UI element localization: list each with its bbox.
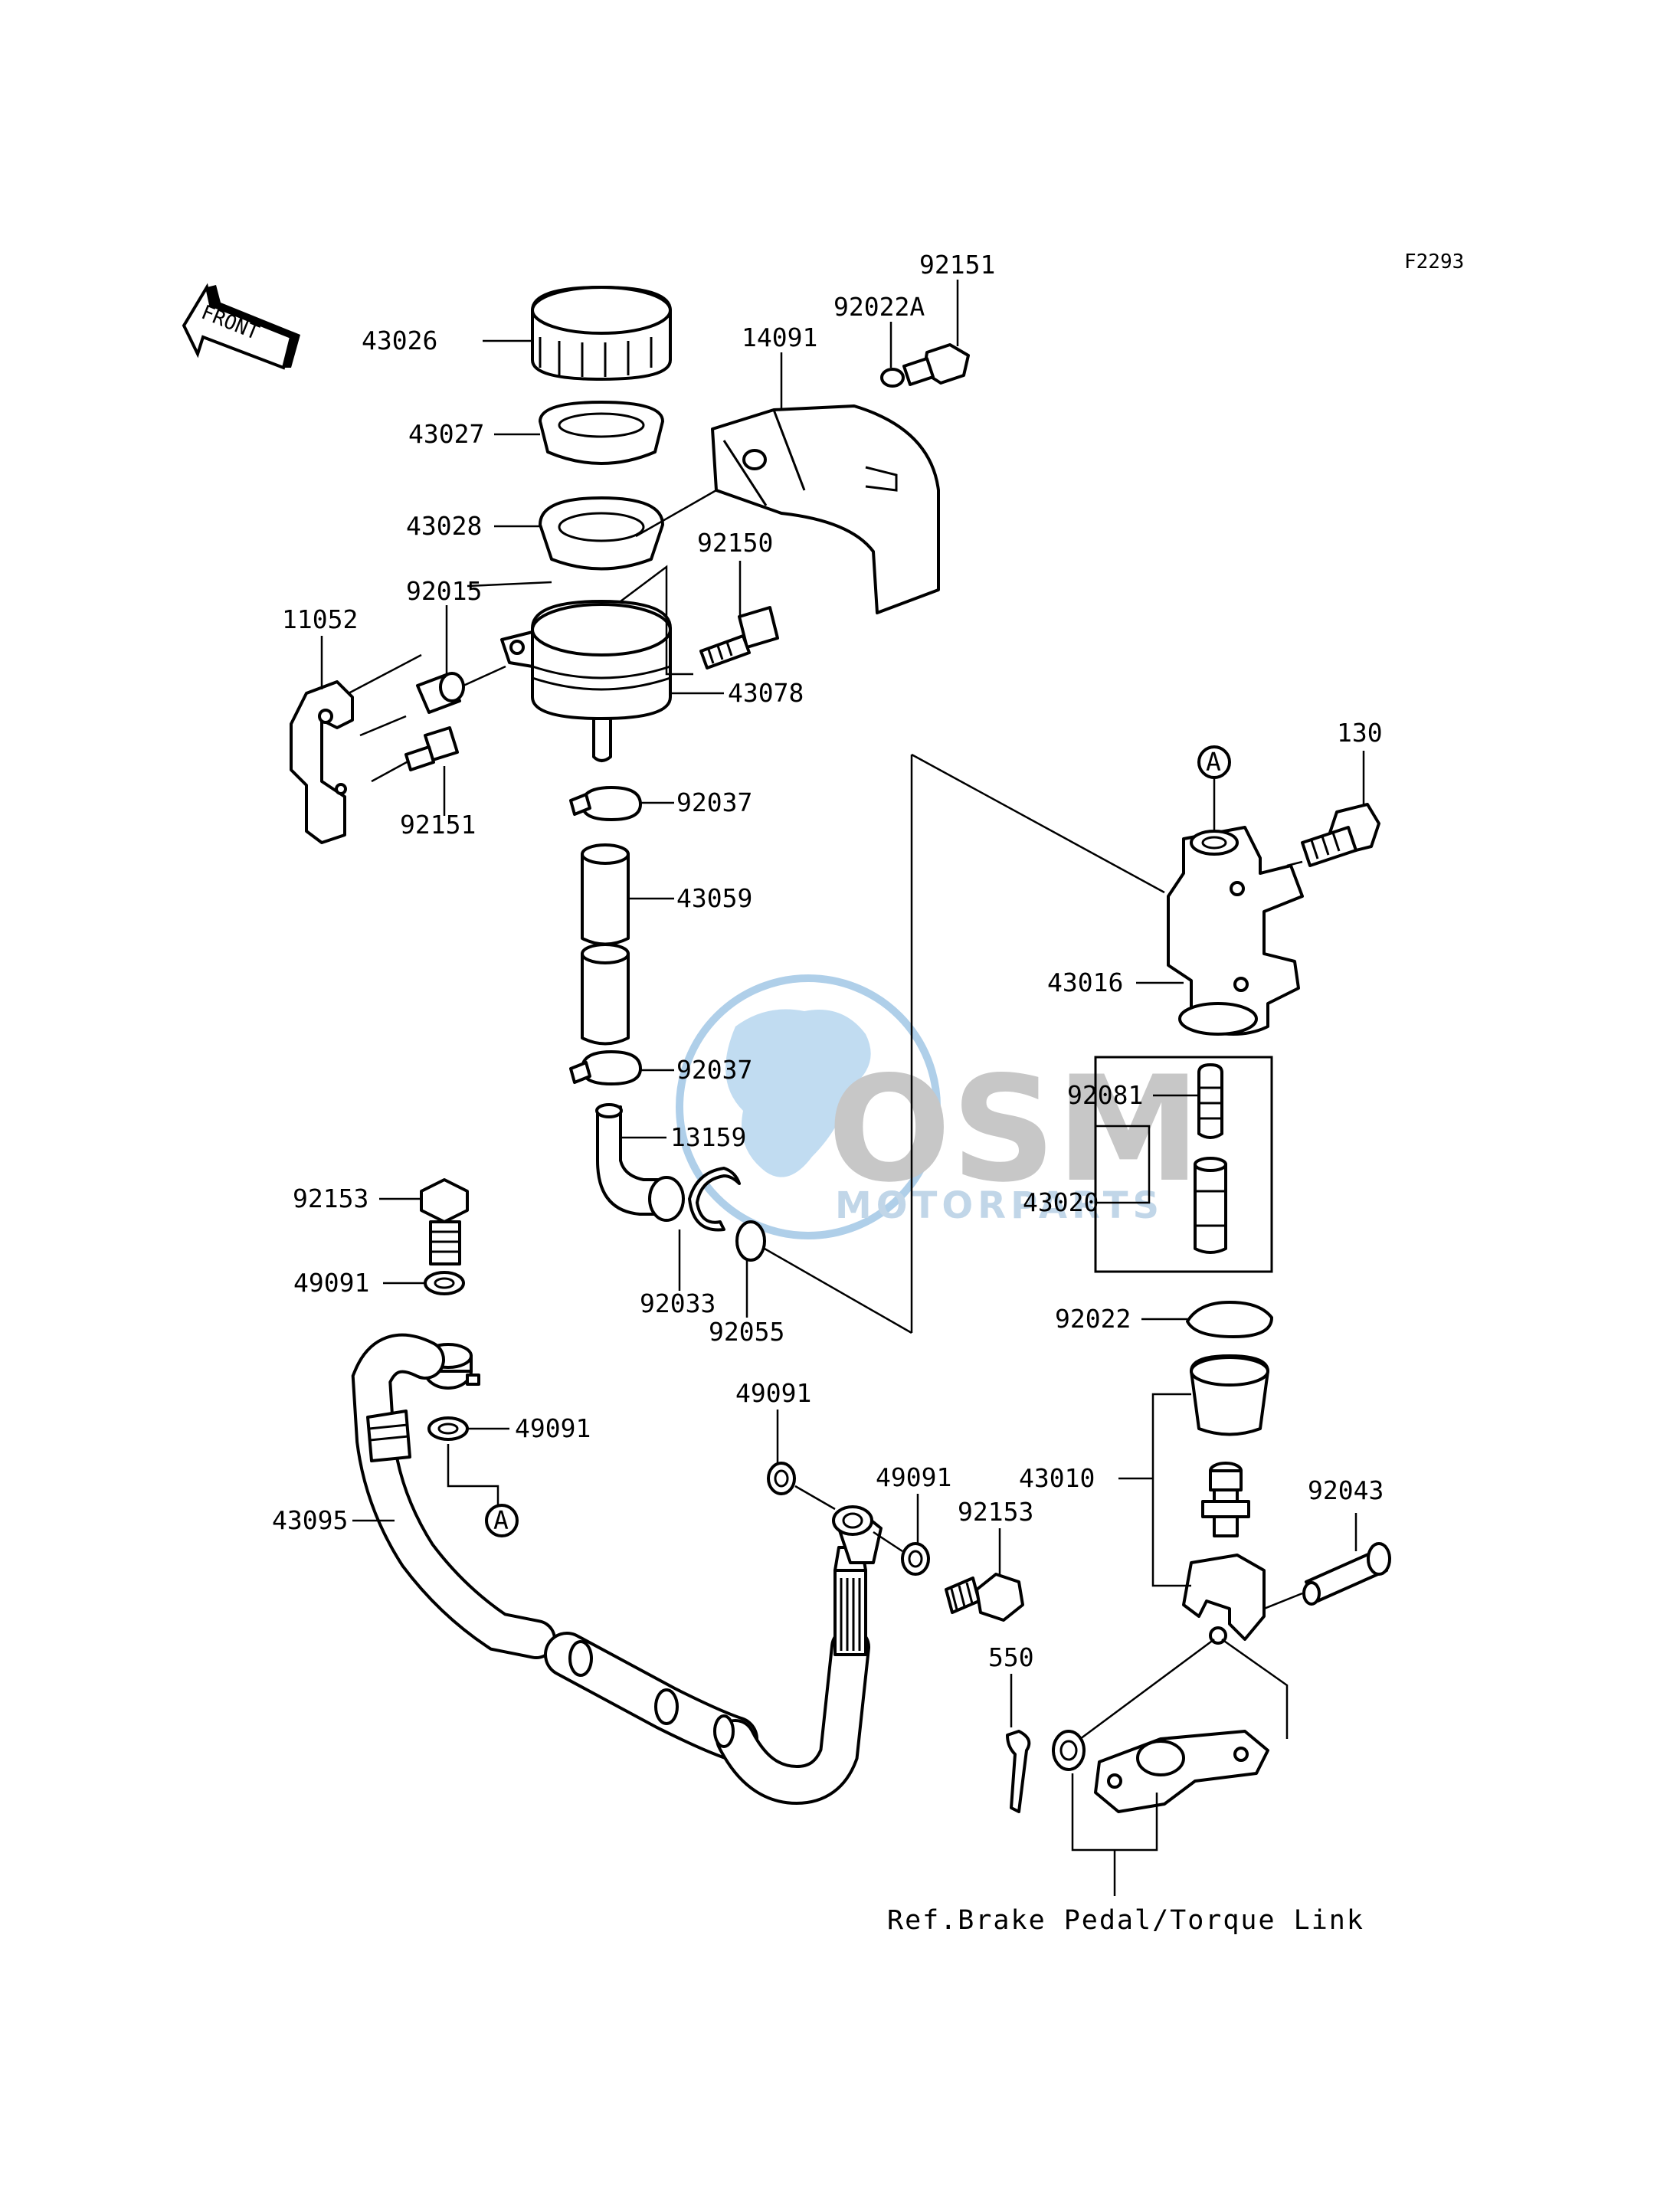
label-92043: 92043 [1308, 1475, 1384, 1505]
label-43016: 43016 [1047, 968, 1123, 997]
label-92153-right: 92153 [958, 1497, 1033, 1527]
kit-43020-box [1094, 1056, 1273, 1273]
washer-92022a-icon [880, 368, 905, 388]
reservoir-diaphragm-icon [539, 401, 664, 465]
label-43078: 43078 [728, 678, 804, 708]
label-49091-a: 49091 [293, 1268, 369, 1298]
pin-92043-icon [1302, 1542, 1391, 1606]
reservoir-cap-icon [531, 286, 672, 381]
bolt-130-icon [1301, 803, 1380, 867]
brake-hose-43095-icon [351, 1333, 870, 1806]
label-92022A: 92022A [833, 292, 925, 322]
label-92151-low: 92151 [400, 810, 476, 840]
watermark-logo: OSM MOTORPARTS [676, 974, 1200, 1239]
label-49091-b: 49091 [515, 1413, 591, 1443]
washer-49091-c-icon [767, 1462, 796, 1495]
label-92037-top: 92037 [676, 787, 752, 817]
washer-49091-d-icon [901, 1542, 930, 1576]
master-cylinder-43016-icon [1167, 826, 1304, 1036]
label-43020: 43020 [1023, 1187, 1099, 1217]
label-92081: 92081 [1067, 1080, 1143, 1110]
reservoir-cover-icon [711, 404, 940, 614]
reservoir-plate-icon [539, 496, 664, 571]
washer-49091-a-icon [424, 1271, 465, 1295]
banjo-fitting-right-icon [832, 1505, 883, 1564]
label-43027: 43027 [408, 419, 484, 449]
label-92151-top: 92151 [919, 250, 995, 280]
label-92022: 92022 [1055, 1304, 1131, 1334]
label-43095: 43095 [272, 1505, 348, 1535]
label-92055: 92055 [709, 1317, 784, 1347]
label-92150: 92150 [697, 528, 773, 558]
label-13159: 13159 [670, 1122, 746, 1152]
bolt-92151-top-icon [902, 343, 970, 386]
clamp-92037-top-icon [569, 786, 642, 821]
callout-marker-a-low [485, 1504, 519, 1537]
watermark-main: OSM [827, 1045, 1200, 1214]
callout-a-top-text: A [1206, 747, 1221, 777]
reference-note: Ref.Brake Pedal/Torque Link [887, 1905, 1364, 1936]
circlip-92022-icon [1186, 1301, 1273, 1338]
clamp-92037-low-icon [569, 1050, 642, 1085]
label-43010: 43010 [1019, 1463, 1095, 1493]
label-43026: 43026 [362, 326, 437, 355]
reservoir-body-icon [500, 600, 672, 762]
watermark-sub: MOTORPARTS [835, 1184, 1164, 1227]
washer-49091-b-icon [427, 1416, 469, 1441]
label-14091: 14091 [742, 323, 817, 352]
piston-icon [1194, 1157, 1227, 1254]
label-43059: 43059 [676, 883, 752, 913]
brake-pedal-link-icon [1052, 1730, 1269, 1813]
label-92037-low: 92037 [676, 1055, 752, 1085]
elbow-13159-icon [595, 1103, 685, 1222]
label-43028: 43028 [406, 511, 482, 541]
label-92153-left: 92153 [293, 1184, 368, 1213]
callout-a-low-text: A [493, 1505, 509, 1535]
o-ring-92055-icon [735, 1220, 766, 1262]
label-92033: 92033 [640, 1288, 716, 1318]
bolt-92151-low-icon [404, 726, 459, 771]
label-11052: 11052 [282, 604, 358, 634]
label-130: 130 [1337, 718, 1383, 748]
hose-43059-icon [581, 843, 630, 1046]
diagram-code: F2293 [1404, 250, 1464, 273]
bolt-92150-icon [699, 606, 779, 670]
circlip-92033-icon [688, 1167, 741, 1232]
cotter-pin-550-icon [1006, 1730, 1031, 1813]
label-49091-d: 49091 [876, 1462, 951, 1492]
collar-92015-icon [416, 672, 465, 714]
spring-92081-icon [1197, 1063, 1223, 1139]
banjo-bolt-92153-left-icon [420, 1178, 469, 1265]
push-rod-43010-icon [1182, 1354, 1269, 1645]
label-49091-c: 49091 [735, 1378, 811, 1408]
label-92015: 92015 [406, 576, 482, 606]
banjo-bolt-92153-right-icon [945, 1573, 1024, 1622]
bracket-11052-icon [290, 680, 354, 844]
front-arrow-icon: FRONT [182, 283, 300, 370]
label-550: 550 [988, 1642, 1034, 1672]
